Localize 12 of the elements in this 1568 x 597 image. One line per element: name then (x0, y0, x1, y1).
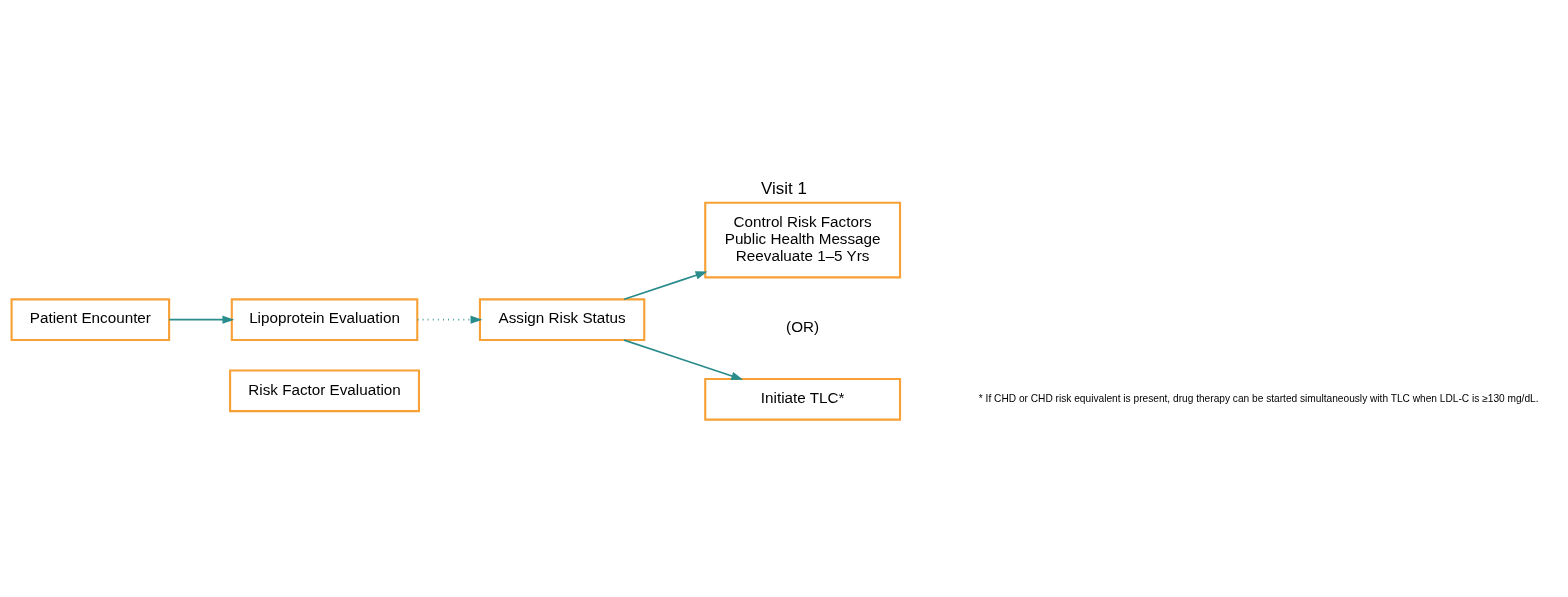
node-box: Lipoprotein Evaluation (230, 298, 419, 342)
node-box: Assign Risk Status (478, 298, 646, 342)
node-box: Risk Factor Evaluation (229, 369, 421, 413)
node-box: Patient Encounter (10, 298, 171, 342)
arrow (168, 315, 235, 324)
arrow (623, 339, 744, 380)
node-box: Initiate TLC* (704, 377, 902, 421)
diagram-title: Visit 1 (761, 179, 807, 199)
label: * If CHD or CHD risk equivalent is present, drug therapy can be started simultaneously with TLC when LDL-C is ≥130 mg/dL. (978, 392, 1539, 404)
node-box: Control Risk Factors Public Health Message Reevaluate 1–5 Yrs (704, 201, 902, 279)
arrow (623, 271, 708, 301)
label: (OR) (786, 317, 820, 335)
